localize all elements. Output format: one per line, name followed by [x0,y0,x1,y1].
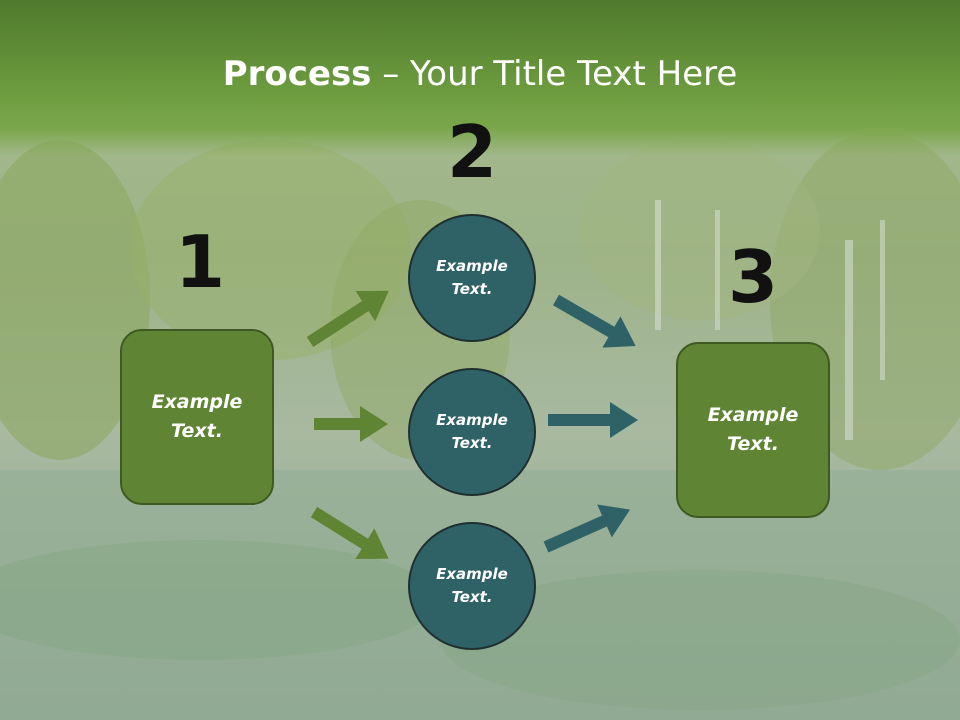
process-circle-middle-label: Example Text. [436,411,508,452]
title-strong: Process [222,54,372,94]
process-box-right: Example Text. [676,342,830,518]
process-circle-bottom-label: Example Text. [436,565,508,606]
process-circle-top: Example Text. [408,214,536,342]
title-rest: – Your Title Text Here [371,54,738,94]
step-number-3: 3 [727,235,779,319]
process-circle-top-label: Example Text. [436,257,508,298]
step-number-1: 1 [174,220,226,304]
process-box-right-label: Example Text. [707,404,799,455]
process-circle-middle: Example Text. [408,368,536,496]
process-circle-bottom: Example Text. [408,522,536,650]
slide-title: Process – Your Title Text Here [0,52,960,96]
step-number-2: 2 [446,110,498,194]
process-box-left: Example Text. [120,329,274,505]
process-box-left-label: Example Text. [151,391,243,442]
